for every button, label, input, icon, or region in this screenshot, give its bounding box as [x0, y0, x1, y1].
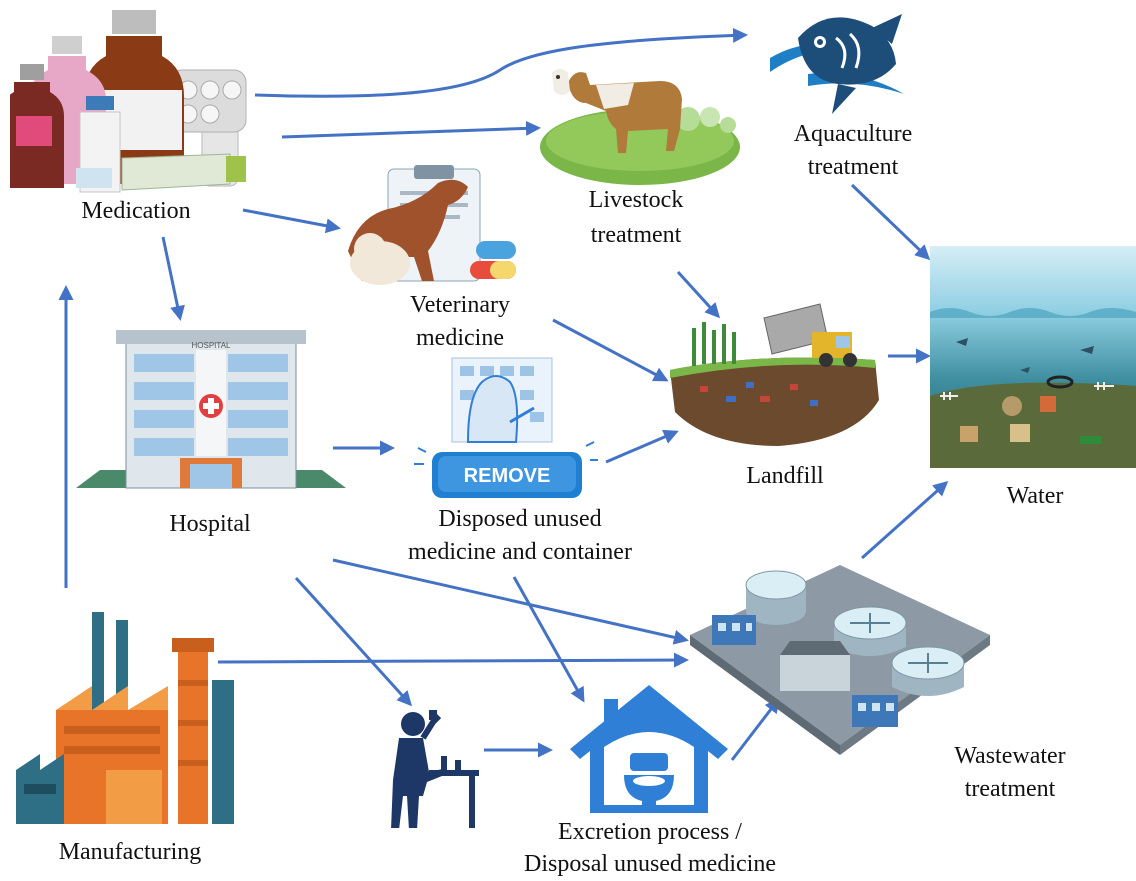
arrow-medication-to-hospital [161, 236, 185, 321]
toilet-house-icon [568, 683, 730, 816]
person-drinking-icon [385, 708, 480, 828]
water-pollution-icon [930, 246, 1136, 468]
arrow-aquaculture-to-water [850, 183, 931, 261]
label-medication: Medication [81, 198, 191, 224]
arrow-medication-to-livestock [281, 120, 541, 139]
landfill-truck-icon [670, 300, 885, 448]
label-veterinary-line1: Veterinary [410, 292, 510, 318]
label-wastewater-line2: treatment [964, 776, 1056, 802]
hospital-sign: HOSPITAL [192, 341, 232, 350]
label-livestock-line2: treatment [590, 222, 682, 248]
remove-disposal-icon: REMOVE [410, 352, 600, 504]
label-landfill: Landfill [746, 463, 824, 489]
label-veterinary-line2: medicine [416, 325, 504, 351]
label-wastewater-line1: Wastewater [954, 743, 1066, 769]
arrow-veterinary-to-landfill [552, 318, 669, 382]
label-disposed-line1: Disposed unused [438, 506, 602, 532]
label-livestock-line1: Livestock [588, 187, 684, 213]
hospital-building-icon: HOSPITAL [76, 328, 346, 503]
label-excretion-line1: Excretion process / [558, 819, 742, 845]
arrow-hospital-to-wastewater [332, 558, 689, 645]
arrow-hospital-to-person [294, 576, 413, 707]
arrow-livestock-to-landfill [676, 270, 721, 319]
aquaculture-fish-icon [768, 8, 908, 120]
arrow-wastewater-to-water [861, 481, 949, 560]
label-hospital: Hospital [169, 511, 251, 537]
wastewater-plant-icon [690, 555, 990, 755]
veterinary-dog-icon [340, 165, 525, 290]
arrow-medication-to-veterinary [242, 208, 341, 234]
livestock-cow-icon [538, 55, 743, 185]
medication-bottles-icon [10, 8, 250, 194]
arrow-disposed-to-house [512, 576, 585, 703]
remove-button-text: REMOVE [464, 465, 551, 487]
arrow-house-to-wastewater [730, 697, 780, 761]
label-water: Water [1006, 483, 1064, 509]
arrow-medication-to-aquaculture [254, 27, 748, 98]
label-disposed-line2: medicine and container [408, 539, 632, 565]
label-excretion-line2: Disposal unused medicine [524, 851, 776, 877]
arrow-manufacturing-to-wastewater [217, 652, 689, 668]
manufacturing-factory-icon [16, 610, 248, 824]
arrow-disposed-to-landfill [605, 429, 679, 464]
label-manufacturing: Manufacturing [58, 839, 202, 865]
label-aquaculture-line1: Aquaculture [793, 121, 913, 147]
label-aquaculture-line2: treatment [807, 154, 899, 180]
